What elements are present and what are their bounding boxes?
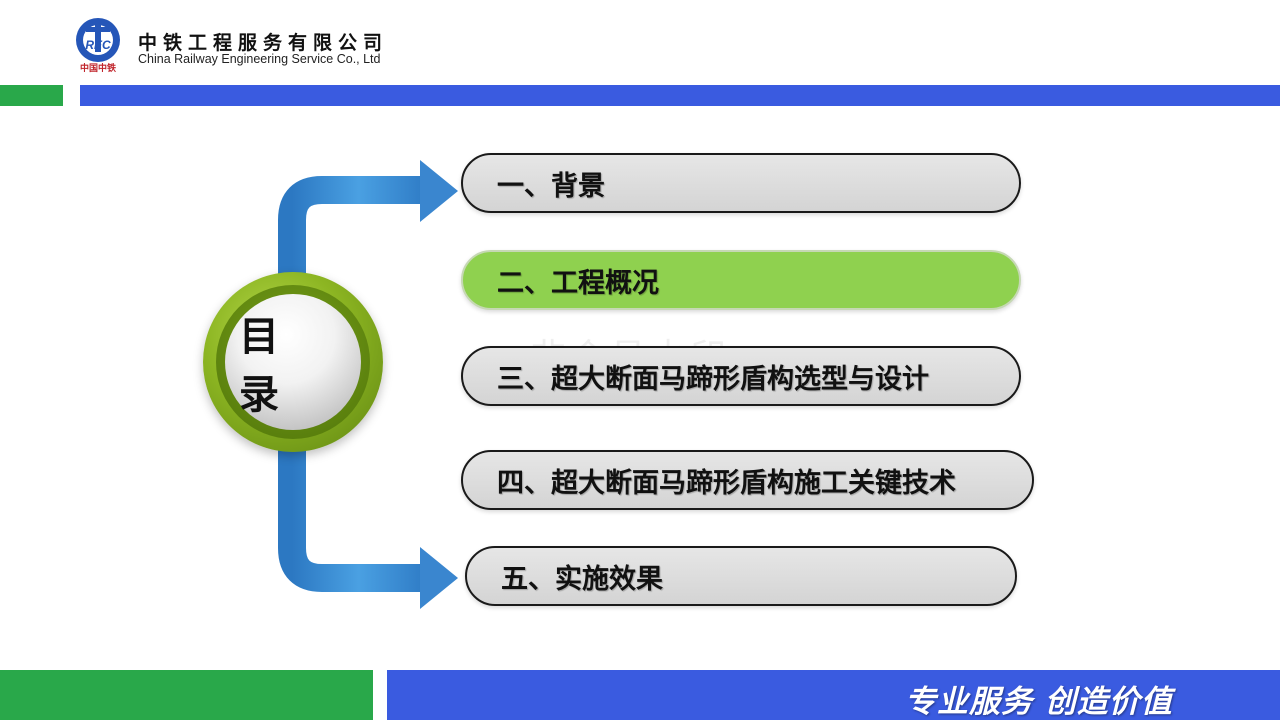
footer-slogan: 专业服务 创造价值: [905, 684, 1173, 720]
toc-title-circle: 目 录: [203, 272, 383, 452]
footer-blue-bar: [387, 670, 1280, 720]
toc-title-ring: 目 录: [216, 285, 370, 439]
logo-text: REC: [85, 38, 111, 52]
toc-item-implementation-results[interactable]: 五、实施效果: [465, 546, 1017, 606]
footer-green-bar: [0, 670, 373, 720]
toc-item-project-overview[interactable]: 二、工程概况: [461, 250, 1021, 310]
toc-title: 目 录: [239, 314, 293, 418]
company-name-cn: 中铁工程服务有限公司: [138, 32, 389, 54]
toc-title-disc: 目 录: [225, 294, 361, 430]
toc-item-shield-selection-design[interactable]: 三、超大断面马蹄形盾构选型与设计: [461, 346, 1021, 406]
china-railway-logo-icon: REC 中国中铁: [70, 16, 126, 74]
toc-item-shield-construction-tech[interactable]: 四、超大断面马蹄形盾构施工关键技术: [461, 450, 1034, 510]
logo-caption: 中国中铁: [80, 62, 116, 74]
header-green-bar: [0, 85, 63, 106]
header-blue-bar: [80, 85, 1280, 106]
company-name-en: China Railway Engineering Service Co., L…: [138, 52, 381, 66]
header: REC 中国中铁 中铁工程服务有限公司 China Railway Engine…: [0, 0, 1280, 110]
toc-item-background[interactable]: 一、背景: [461, 153, 1021, 213]
